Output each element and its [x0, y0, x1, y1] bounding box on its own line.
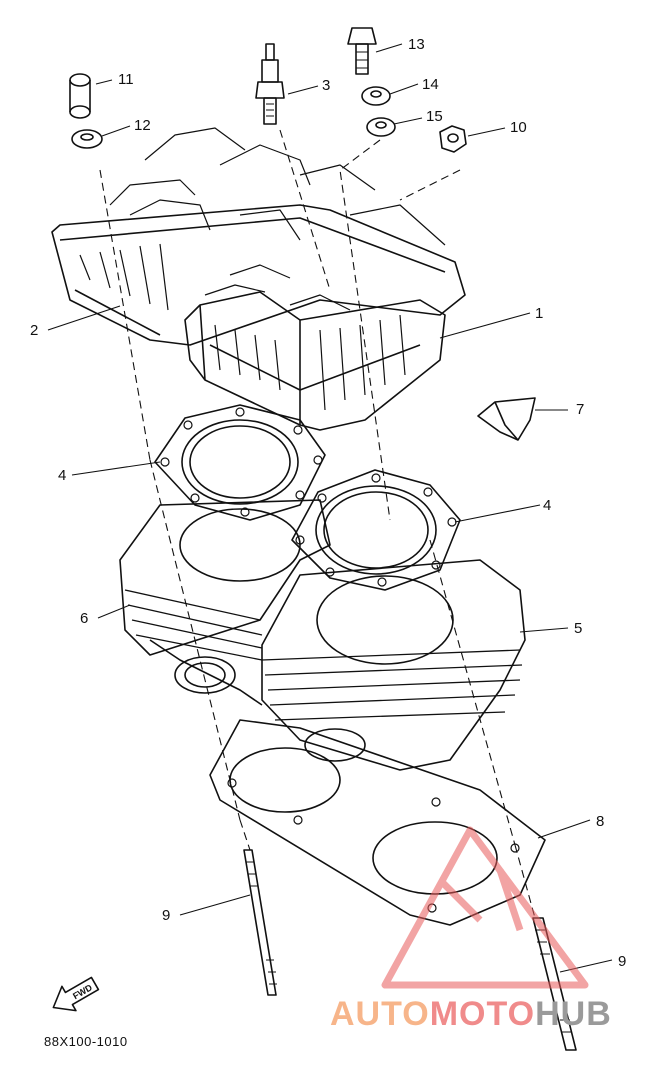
callout-8: 8	[596, 813, 604, 830]
leader-lines	[47, 43, 613, 973]
callout-6: 6	[80, 610, 88, 627]
callout-15: 15	[426, 108, 443, 125]
callout-2: 2	[30, 322, 38, 339]
washer-12	[71, 129, 103, 149]
spark-plug	[255, 43, 285, 125]
spacer-11	[69, 73, 91, 119]
watermark-part-hub: HUB	[535, 995, 612, 1033]
base-gasket	[209, 719, 546, 926]
callout-5: 5	[574, 620, 582, 637]
forward-arrow-icon	[52, 976, 100, 1012]
washer-14	[361, 86, 391, 106]
washer-15	[366, 117, 396, 137]
callout-14: 14	[422, 76, 439, 93]
callout-9-right: 9	[618, 953, 626, 970]
head-gasket-right	[291, 469, 461, 591]
callout-labels: 11 12 3 13 14 15 10 2 1 7 4 4 6 5 8 9 9 …	[30, 36, 626, 1001]
stud-left	[243, 849, 277, 996]
callout-4-right: 4	[543, 497, 551, 514]
callout-3: 3	[322, 77, 330, 94]
callout-1: 1	[535, 305, 543, 322]
callout-10: 10	[510, 119, 527, 136]
cylinder-rear	[119, 499, 331, 706]
nut-10	[439, 125, 467, 153]
cylinder-head-rear	[51, 127, 466, 346]
watermark-part-auto: AUTO	[330, 995, 430, 1033]
bracket-7	[477, 397, 536, 441]
callout-4-left: 4	[58, 467, 66, 484]
watermark-part-moto: MOTO	[429, 995, 536, 1033]
callout-9-left: 9	[162, 907, 170, 924]
callout-7: 7	[576, 401, 584, 418]
callout-13: 13	[408, 36, 425, 53]
bolt-13	[347, 27, 377, 75]
cylinder-head-front	[184, 264, 446, 431]
figure-code: 88X100-1010	[44, 1034, 128, 1049]
watermark-text: AUTOMOTOHUB	[330, 995, 612, 1034]
callout-12: 12	[134, 117, 151, 134]
callout-11: 11	[118, 71, 134, 88]
alignment-lines	[99, 129, 536, 919]
cylinder-front	[261, 559, 526, 771]
watermark-logo	[381, 826, 589, 989]
head-gasket-left	[154, 404, 326, 521]
